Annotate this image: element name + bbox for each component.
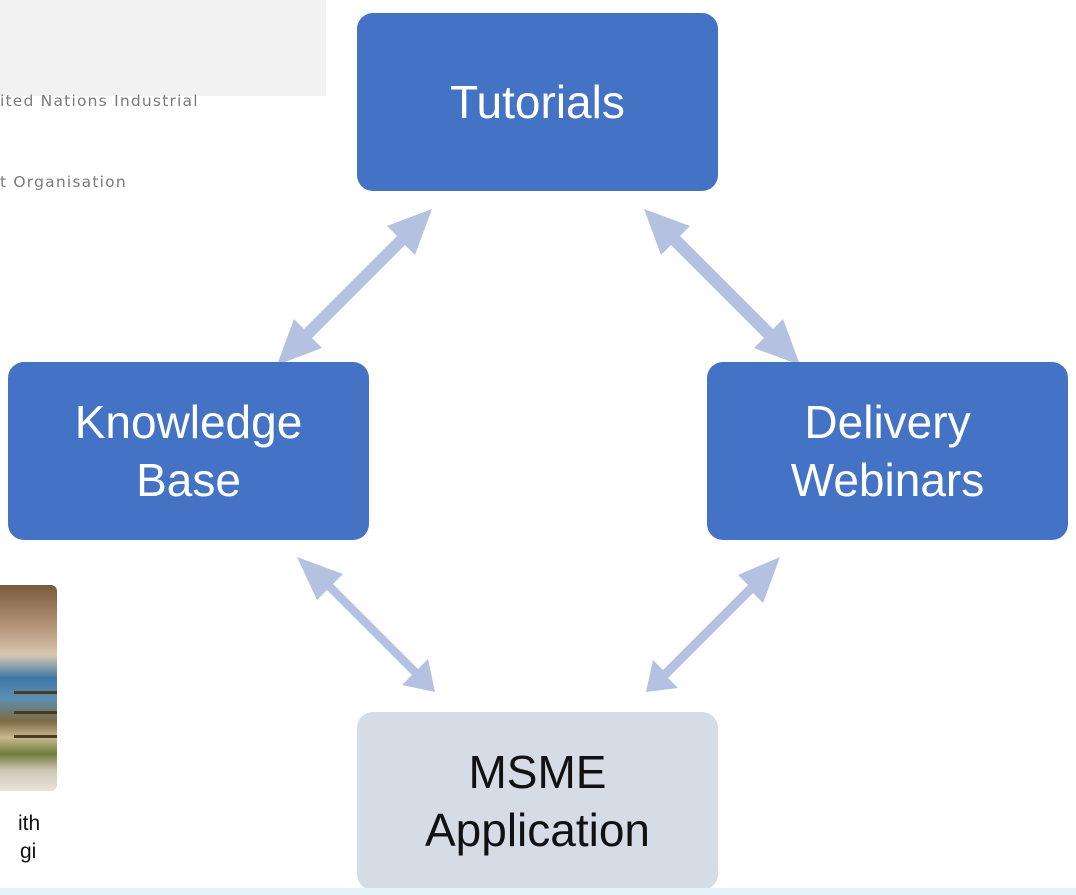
caption-line-1: ith xyxy=(18,812,41,835)
node-msme-application: MSME Application xyxy=(357,712,718,890)
node-knowledge-base: Knowledge Base xyxy=(8,362,369,540)
presenter-photo xyxy=(0,585,57,791)
logo-text: ited Nations Industrial t Organisation xyxy=(0,34,320,250)
logo-text-line-1: ited Nations Industrial xyxy=(0,92,199,110)
double-arrow-delivery-msme xyxy=(646,557,780,692)
node-delivery-webinars-line-1: Delivery xyxy=(804,396,971,448)
node-msme-application-line-2: Application xyxy=(424,804,651,856)
node-delivery-webinars: Delivery Webinars xyxy=(707,362,1068,540)
double-arrow-tutorials-knowledge xyxy=(277,209,432,365)
caption-line-2: gi xyxy=(20,840,37,863)
double-arrow-knowledge-msme xyxy=(297,557,435,692)
photo-caption: ith gi xyxy=(0,810,80,866)
logo-text-line-2: t Organisation xyxy=(0,173,127,191)
node-delivery-webinars-line-2: Webinars xyxy=(790,454,985,506)
bookshelf-line xyxy=(14,711,57,714)
node-knowledge-base-line-2: Base xyxy=(136,454,241,506)
bookshelf-line xyxy=(14,691,57,694)
bookshelf-line xyxy=(14,735,57,738)
unido-logo-banner: ited Nations Industrial t Organisation xyxy=(0,0,326,191)
double-arrow-tutorials-delivery xyxy=(644,209,800,365)
node-knowledge-base-line-1: Knowledge xyxy=(74,396,303,448)
node-msme-application-line-1: MSME xyxy=(468,746,607,798)
node-tutorials: Tutorials xyxy=(357,13,718,191)
bottom-accent-band xyxy=(0,888,1076,895)
node-tutorials-label: Tutorials xyxy=(450,76,625,128)
